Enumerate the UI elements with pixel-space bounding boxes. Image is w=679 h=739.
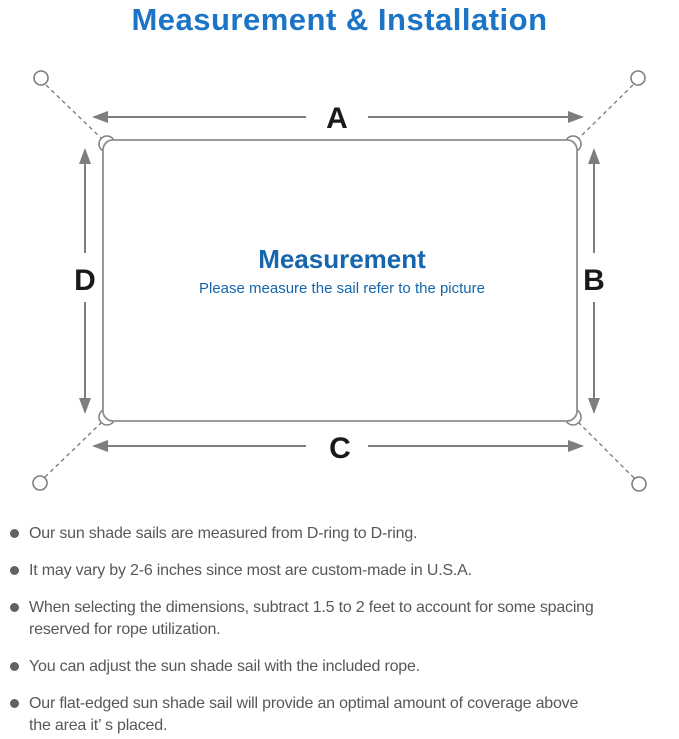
page-title: Measurement & Installation — [131, 2, 548, 37]
sail-measurement-diagram: A B C D Measurement Please measure the s… — [32, 70, 647, 492]
list-item-text: Our sun shade sails are measured from D-… — [29, 525, 418, 542]
list-item: When selecting the dimensions, subtract … — [10, 597, 675, 641]
anchor-point-rings — [32, 70, 647, 492]
bullet-icon — [10, 566, 19, 575]
bullet-icon — [10, 662, 19, 671]
dimension-label-b: B — [583, 264, 605, 297]
diagram-center-title: Measurement — [258, 244, 426, 274]
diagram-center-subtitle: Please measure the sail refer to the pic… — [199, 280, 485, 297]
dimension-arrows — [79, 111, 600, 452]
bullet-icon — [10, 529, 19, 538]
list-item-text: Our flat-edged sun shade sail will provi… — [29, 695, 579, 734]
dimension-label-a: A — [326, 102, 348, 135]
dimension-label-d: D — [74, 264, 96, 297]
bullet-icon — [10, 603, 19, 612]
bullet-icon — [10, 699, 19, 708]
sail-rectangle — [102, 139, 578, 422]
list-item: Our flat-edged sun shade sail will provi… — [10, 693, 675, 737]
list-item-text: It may vary by 2-6 inches since most are… — [29, 562, 472, 579]
list-item-text: You can adjust the sun shade sail with t… — [29, 658, 420, 675]
dimension-label-c: C — [329, 432, 351, 465]
list-item: You can adjust the sun shade sail with t… — [10, 656, 675, 678]
instructions-list: Our sun shade sails are measured from D-… — [10, 523, 675, 739]
corner-rope-lines — [44, 84, 635, 479]
list-item-text: When selecting the dimensions, subtract … — [29, 599, 594, 638]
list-item: It may vary by 2-6 inches since most are… — [10, 560, 675, 582]
list-item: Our sun shade sails are measured from D-… — [10, 523, 675, 545]
